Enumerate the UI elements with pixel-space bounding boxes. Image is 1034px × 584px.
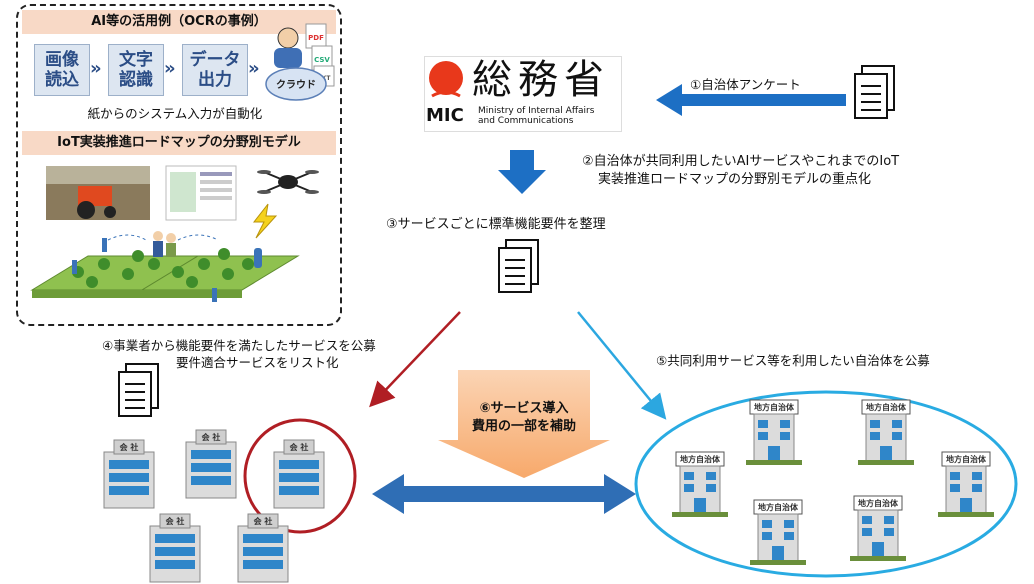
file-tag-pdf: PDF [308,34,324,42]
company-label: 会 社 [120,442,139,452]
double-arrow [372,474,636,514]
step1-label: ①自治体アンケート [690,77,801,92]
company-building-icon: 会 社 [237,513,289,583]
municipality-building-icon: 地方自治体 [672,451,728,517]
step6-label: ⑥サービス導入 費用の一部を補助 [458,400,590,436]
company-label: 会 社 [254,516,273,526]
company-building-icon: 会 社 [273,439,325,509]
mic-english-line1: Ministry of Internal Affairs [478,106,595,116]
cloud-storage-icon: PDF CSV TXT クラウド [265,23,335,101]
chevron-icon: » [248,58,260,79]
step-text-recognition-line1: 文字 [119,50,153,70]
municipality-label: 地方自治体 [754,402,795,412]
company-building-icon: 会 社 [185,429,237,499]
iot-model-title: IoT実装推進ロードマップの分野別モデル [22,131,336,155]
company-building-icon: 会 社 [103,439,155,509]
municipalities-ellipse [634,390,1018,578]
step4-label-line2: 要件適合サービスをリスト化 [176,355,339,370]
iot-illustration [30,165,319,302]
municipality-building-icon: 地方自治体 [850,495,906,561]
step3-label: ③サービスごとに標準機能要件を整理 [386,217,606,232]
company-building-icon: 会 社 [149,513,201,583]
step-image-load-line1: 画像 [45,50,79,70]
survey-arrow [656,84,846,116]
step4-label-line1: ④事業者から機能要件を満たしたサービスを公募 [102,338,376,353]
tree-icons [72,248,254,288]
company-label: 会 社 [202,432,221,442]
sensor-icons [72,238,262,302]
step-text-recognition: 文字 認識 [108,44,164,96]
cyan-arrow [577,311,667,420]
company-label: 会 社 [290,442,309,452]
step6-label-line2: 費用の一部を補助 [471,419,576,434]
red-arrow [369,311,461,408]
step-image-load-line2: 読込 [45,70,79,90]
step2-label-line2: 実装推進ロードマップの分野別モデルの重点化 [598,172,872,187]
document-icon [118,363,159,417]
cloud-shape [265,67,327,101]
municipality-building-icon: 地方自治体 [938,451,994,517]
step-data-output-line2: 出力 [198,70,232,90]
municipality-label: 地方自治体 [680,454,721,464]
municipality-building-icon: 地方自治体 [750,499,806,565]
step-data-output: データ 出力 [182,44,248,96]
mic-sun-icon [429,61,463,98]
selected-company-circle [243,418,357,534]
company-label: 会 社 [166,516,185,526]
step-image-load: 画像 読込 [34,44,90,96]
mic-english-line2: and Communications [478,116,574,126]
municipality-label: 地方自治体 [858,498,899,508]
tractor-icon [78,186,112,206]
mic-abbr: MIC [426,105,464,126]
drone-icon [257,170,319,194]
person-body-icon [274,48,302,68]
subsidy-arrow [438,370,610,478]
lightning-icon [252,203,278,239]
step-text-recognition-line2: 認識 [119,70,153,90]
document-icon [854,65,895,119]
chevron-icon: » [90,58,102,79]
municipality-label: 地方自治体 [758,502,799,512]
step6-label-line1: ⑥サービス導入 [479,401,569,416]
municipality-label: 地方自治体 [866,402,907,412]
municipality-building-icon: 地方自治体 [746,399,802,465]
chevron-icon: » [164,58,176,79]
farmer-icon [153,231,176,257]
mic-kanji: 総務省 [472,57,610,103]
step5-label: ⑤共同利用サービス等を利用したい自治体を公募 [656,353,930,368]
document-icon [498,239,539,293]
file-tag-csv: CSV [314,56,330,64]
auto-input-caption: 紙からのシステム入力が自動化 [87,106,263,121]
municipality-label: 地方自治体 [946,454,987,464]
municipality-building-icon: 地方自治体 [858,399,914,465]
step2-label-line1: ②自治体が共同利用したいAIサービスやこれまでのIoT [582,154,900,169]
ai-example-title: AI等の活用例（OCRの事例） [22,10,336,34]
down-arrow [498,150,546,194]
cloud-label: クラウド [276,79,316,91]
step-data-output-line1: データ [189,50,241,70]
